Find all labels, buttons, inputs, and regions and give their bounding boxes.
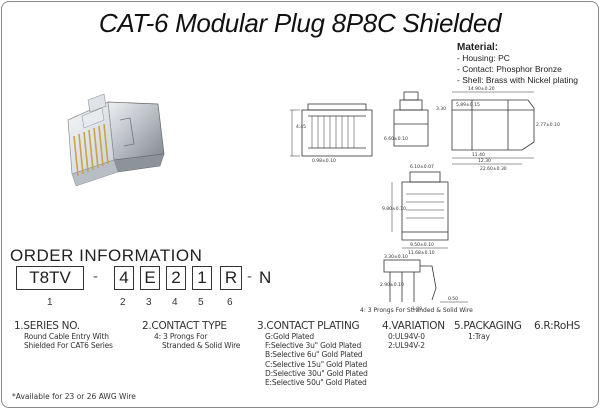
spec-plating: 3.CONTACT PLATING G:Gold Plated F:Select…	[257, 320, 368, 387]
spec-rohs: 6.R:RoHS	[534, 320, 580, 332]
material-item-contact: - Contact: Phosphor Bronze	[457, 64, 562, 74]
spec-variation-line: 2:UL94V-2	[388, 341, 425, 351]
spec-plating-line: C:Selective 15u" Gold Plated	[265, 359, 368, 369]
spec-series: 1.SERIES NO. Round Cable Entry With Shie…	[14, 320, 113, 350]
technical-drawings: 14.90±0.20 5.89±0.15 3.30 2.77±0.10 11.4…	[290, 86, 560, 312]
drawing-note: 4: 3 Prongs For Stranded & Solid Wire	[360, 307, 473, 314]
page-title: CAT-6 Modular Plug 8P8C Shielded	[98, 8, 502, 38]
spec-packaging: 5.PACKAGING 1:Tray	[454, 320, 522, 341]
dim-label: 14.90±0.20	[468, 86, 495, 92]
spec-series-heading: 1.SERIES NO.	[14, 320, 80, 332]
material-item-housing: - Housing: PC	[457, 53, 510, 63]
spec-contact-type-line: 4: 3 Prongs For	[154, 332, 208, 341]
dim-label: 9.50±0.10	[410, 242, 434, 248]
spec-contact-type: 2.CONTACT TYPE 4: 3 Prongs For Stranded …	[142, 320, 240, 350]
order-code-rohs: R	[220, 266, 242, 290]
spec-variation-line: 0:UL94V-0	[388, 332, 425, 341]
spec-series-line: Shielded For CAT6 Series	[24, 341, 113, 351]
spec-packaging-line: 1:Tray	[468, 332, 490, 341]
order-information-heading: ORDER INFORMATION	[10, 246, 203, 265]
order-code-suffix: N	[259, 268, 272, 287]
material-heading: Material:	[457, 42, 499, 53]
spec-plating-line: D:Selective 30u" Gold Plated	[265, 368, 368, 378]
order-code-plating: E	[140, 266, 160, 290]
spec-series-line: Round Cable Entry With	[24, 332, 109, 341]
spec-plating-heading: 3.CONTACT PLATING	[257, 320, 360, 332]
spec-packaging-heading: 5.PACKAGING	[454, 320, 522, 332]
order-code-contact-type: 4	[114, 266, 134, 290]
order-position-number: 4	[172, 297, 178, 308]
order-position-number: 5	[198, 297, 204, 308]
dim-label: 4.45	[296, 124, 306, 130]
dim-label: 2.77±0.10	[536, 122, 560, 128]
spec-plating-line: F:Selective 3u" Gold Plated	[265, 341, 362, 351]
dim-label: 6.60±0.10	[384, 136, 408, 142]
order-code-variation: 2	[166, 266, 186, 290]
dim-label: 11.68±0.10	[408, 250, 435, 256]
material-block: Material: - Housing: PC - Contact: Phosp…	[457, 42, 578, 86]
material-item-shell: - Shell: Brass with Nickel plating	[457, 75, 578, 85]
dim-label: 12.30	[478, 158, 491, 164]
order-position-number: 6	[227, 297, 233, 308]
dim-label: 3.30	[436, 106, 446, 112]
spec-plating-line: G:Gold Plated	[265, 332, 314, 341]
dim-label: 2.90±0.10	[380, 282, 404, 288]
spec-plating-line: E:Selective 50u" Gold Plated	[265, 378, 367, 388]
order-dash: -	[247, 268, 252, 285]
dim-label: 5.89±0.15	[456, 102, 480, 108]
spec-variation-heading: 4.VARIATION	[382, 320, 445, 332]
order-position-number: 2	[120, 297, 126, 308]
order-position-number: 3	[146, 297, 152, 308]
spec-variation: 4.VARIATION 0:UL94V-0 2:UL94V-2	[382, 320, 445, 350]
dim-label: 3.30±0.10	[384, 254, 408, 260]
footnote: *Available for 23 or 26 AWG Wire	[12, 392, 136, 401]
dim-label: 22.60±0.30	[480, 166, 507, 172]
dim-label: 9.80±0.10	[382, 206, 406, 212]
spec-rohs-heading: 6.R:RoHS	[534, 320, 580, 332]
dim-label: 6.10±0.07	[410, 164, 434, 170]
order-position-number: 1	[47, 297, 53, 308]
product-photo	[67, 93, 165, 187]
order-code-series: T8TV	[16, 266, 84, 290]
spec-contact-type-heading: 2.CONTACT TYPE	[142, 320, 227, 332]
order-dash: -	[93, 268, 98, 285]
dim-label: 1.00	[412, 306, 422, 312]
order-code-packaging: 1	[192, 266, 212, 290]
spec-plating-line: B:Selective 6u" Gold Plated	[265, 350, 363, 360]
spec-contact-type-line: Stranded & Solid Wire	[162, 341, 241, 351]
dim-label: 0.98±0.10	[312, 158, 336, 164]
dim-label: 11.40	[472, 152, 485, 158]
dim-label: 0.50	[448, 296, 458, 302]
